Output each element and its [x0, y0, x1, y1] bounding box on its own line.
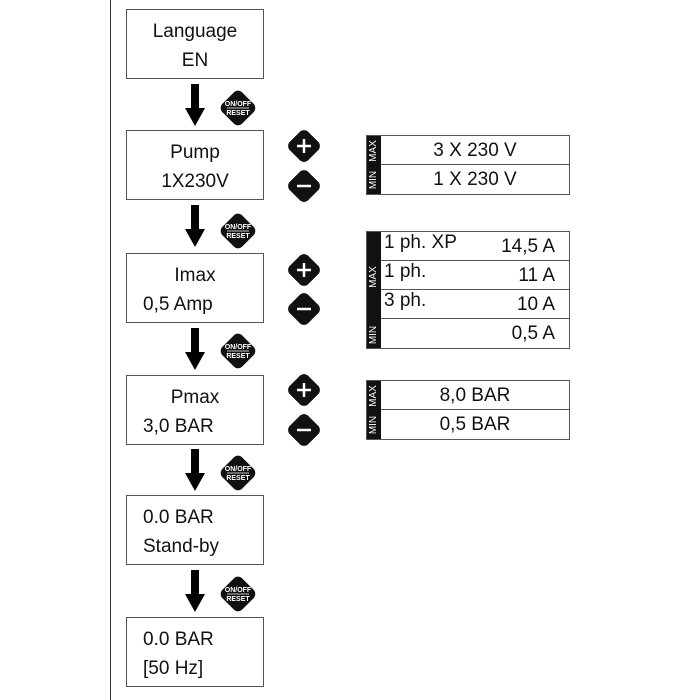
imax-range-table: MAX MIN 1 ph. XP 14,5 A 1 ph. 11 A 3 ph.… — [366, 231, 570, 349]
range-max-row: 3 X 230 V — [381, 136, 569, 165]
range-side-bar — [367, 232, 381, 348]
minus-button-icon — [288, 170, 320, 202]
onoff-reset-button-icon: ON/OFF RESET — [220, 455, 256, 491]
minus-button-icon — [288, 414, 320, 446]
plus-button-icon — [288, 374, 320, 406]
current-value: 14,5 A — [501, 236, 555, 257]
step-language: Language EN — [126, 9, 264, 79]
minus-button-icon — [288, 293, 320, 325]
down-arrow-icon — [185, 84, 205, 126]
range-row: 1 ph. 11 A — [381, 261, 569, 290]
range-row: 1 ph. XP 14,5 A — [381, 232, 569, 261]
onoff-reset-button-icon: ON/OFF RESET — [220, 576, 256, 612]
left-margin-line — [110, 0, 111, 700]
step-title: Language — [152, 21, 238, 42]
step-value: 3,0 BAR — [143, 416, 214, 437]
current-value: 10 A — [516, 294, 555, 315]
range-row: 0,5 A — [381, 319, 569, 348]
down-arrow-icon — [185, 449, 205, 491]
step-imax: Imax 0,5 Amp — [126, 253, 264, 323]
step-pmax: Pmax 3,0 BAR — [126, 375, 264, 445]
onoff-reset-button-icon: ON/OFF RESET — [220, 90, 256, 126]
step-frequency: 0.0 BAR [50 Hz] — [126, 617, 264, 687]
pump-range-table: MAX MIN 3 X 230 V 1 X 230 V — [366, 135, 570, 195]
reset-label: RESET — [226, 475, 250, 482]
step-title: Pmax — [170, 387, 220, 408]
onoff-label: ON/OFF — [225, 587, 252, 594]
down-arrow-icon — [185, 205, 205, 247]
phase-label: 3 ph. — [384, 290, 427, 311]
max-label: MAX — [368, 266, 379, 288]
current-value: 11 A — [518, 265, 555, 286]
down-arrow-icon — [185, 570, 205, 612]
range-side-bar — [367, 136, 381, 194]
max-label: MAX — [368, 385, 379, 407]
step-title: Pump — [170, 142, 220, 163]
pmax-range-table: MAX MIN 8,0 BAR 0,5 BAR — [366, 380, 570, 440]
onoff-label: ON/OFF — [225, 101, 252, 108]
phase-label: 1 ph. XP — [384, 232, 457, 253]
step-title: 0.0 BAR — [143, 507, 214, 528]
down-arrow-icon — [185, 328, 205, 370]
max-label: MAX — [368, 140, 379, 162]
onoff-reset-button-icon: ON/OFF RESET — [220, 213, 256, 249]
onoff-reset-button-icon: ON/OFF RESET — [220, 333, 256, 369]
step-title: Imax — [174, 265, 216, 286]
range-min-row: 0,5 BAR — [439, 414, 511, 435]
range-max-row: 8,0 BAR — [381, 381, 569, 410]
reset-label: RESET — [226, 233, 250, 240]
step-value: [50 Hz] — [143, 658, 204, 679]
onoff-label: ON/OFF — [225, 466, 252, 473]
min-label: MIN — [368, 170, 379, 190]
range-min-row: 1 X 230 V — [433, 169, 517, 190]
min-label: MIN — [368, 415, 379, 435]
onoff-label: ON/OFF — [225, 344, 252, 351]
onoff-label: ON/OFF — [225, 224, 252, 231]
min-label: MIN — [368, 325, 379, 345]
step-standby: 0.0 BAR Stand-by — [126, 495, 264, 565]
plus-button-icon — [288, 254, 320, 286]
phase-label: 1 ph. — [384, 261, 427, 282]
current-value: 0,5 A — [511, 323, 555, 344]
step-title: 0.0 BAR — [143, 629, 214, 650]
step-value: 1X230V — [161, 171, 229, 192]
reset-label: RESET — [226, 353, 250, 360]
plus-button-icon — [288, 130, 320, 162]
reset-label: RESET — [226, 110, 250, 117]
step-value: Stand-by — [143, 536, 220, 557]
step-value: 0,5 Amp — [143, 294, 213, 315]
step-value: EN — [181, 50, 209, 71]
range-side-bar — [367, 381, 381, 439]
step-pump: Pump 1X230V — [126, 130, 264, 200]
reset-label: RESET — [226, 596, 250, 603]
range-row: 3 ph. 10 A — [381, 290, 569, 319]
